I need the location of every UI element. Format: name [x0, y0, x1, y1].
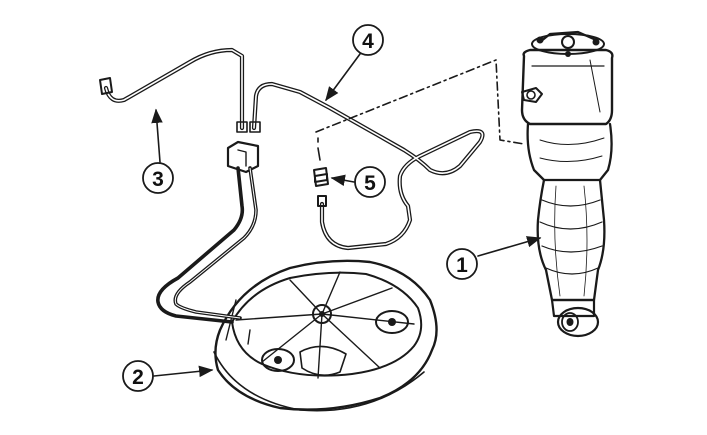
callout-5: 5	[330, 166, 386, 198]
air-reservoir	[213, 259, 438, 412]
air-strut	[520, 30, 614, 338]
callout-2: 2	[122, 360, 214, 392]
callout-1: 1	[446, 236, 542, 280]
callout-5-label: 5	[364, 172, 376, 195]
callout-4-label: 4	[362, 30, 374, 53]
callout-3-label: 3	[152, 168, 164, 191]
air-lines	[99, 47, 525, 324]
callout-4: 4	[325, 24, 384, 102]
callout-1-label: 1	[456, 254, 468, 277]
callout-3: 3	[142, 108, 174, 194]
callout-2-label: 2	[132, 366, 144, 389]
